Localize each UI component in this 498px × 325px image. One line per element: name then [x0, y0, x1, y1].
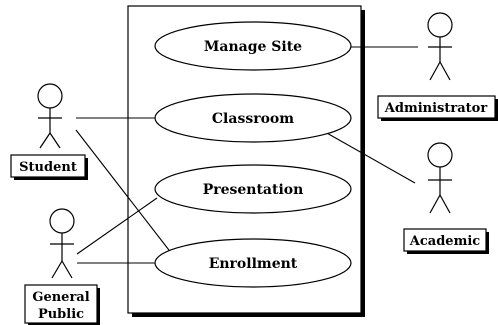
actor-administrator: Administrator — [377, 12, 498, 121]
actor-general-public: General Public — [24, 208, 100, 325]
use-case-label: Classroom — [212, 111, 294, 127]
association-student-enrollment — [75, 129, 173, 255]
association-public-presentation — [76, 197, 158, 255]
actor-label: Student — [19, 160, 77, 175]
stick-figure-icon — [427, 12, 453, 81]
use-case-manage-site: Manage Site — [154, 21, 352, 71]
actor-academic: Academic — [403, 142, 489, 254]
stick-figure-icon — [37, 83, 63, 149]
actor-label: Academic — [409, 234, 480, 249]
stick-figure-icon — [49, 208, 75, 279]
use-case-label: Manage Site — [204, 39, 302, 55]
use-case-label: Enrollment — [209, 256, 298, 272]
actor-label: Administrator — [384, 101, 488, 116]
use-case-label: Presentation — [203, 182, 304, 198]
actor-label-box — [377, 95, 498, 121]
use-case-classroom: Classroom — [154, 93, 352, 143]
actor-label-line1: General — [32, 290, 89, 305]
actor-label-box — [403, 228, 489, 254]
stick-figure-icon — [427, 142, 453, 214]
association-academic-classroom — [324, 131, 416, 184]
actor-label-box — [24, 284, 100, 325]
actor-label-line2: Public — [38, 307, 84, 322]
use-case-presentation: Presentation — [154, 164, 352, 214]
use-case-enrollment: Enrollment — [154, 238, 352, 288]
actor-label-box — [10, 154, 88, 180]
actor-student: Student — [10, 83, 88, 180]
